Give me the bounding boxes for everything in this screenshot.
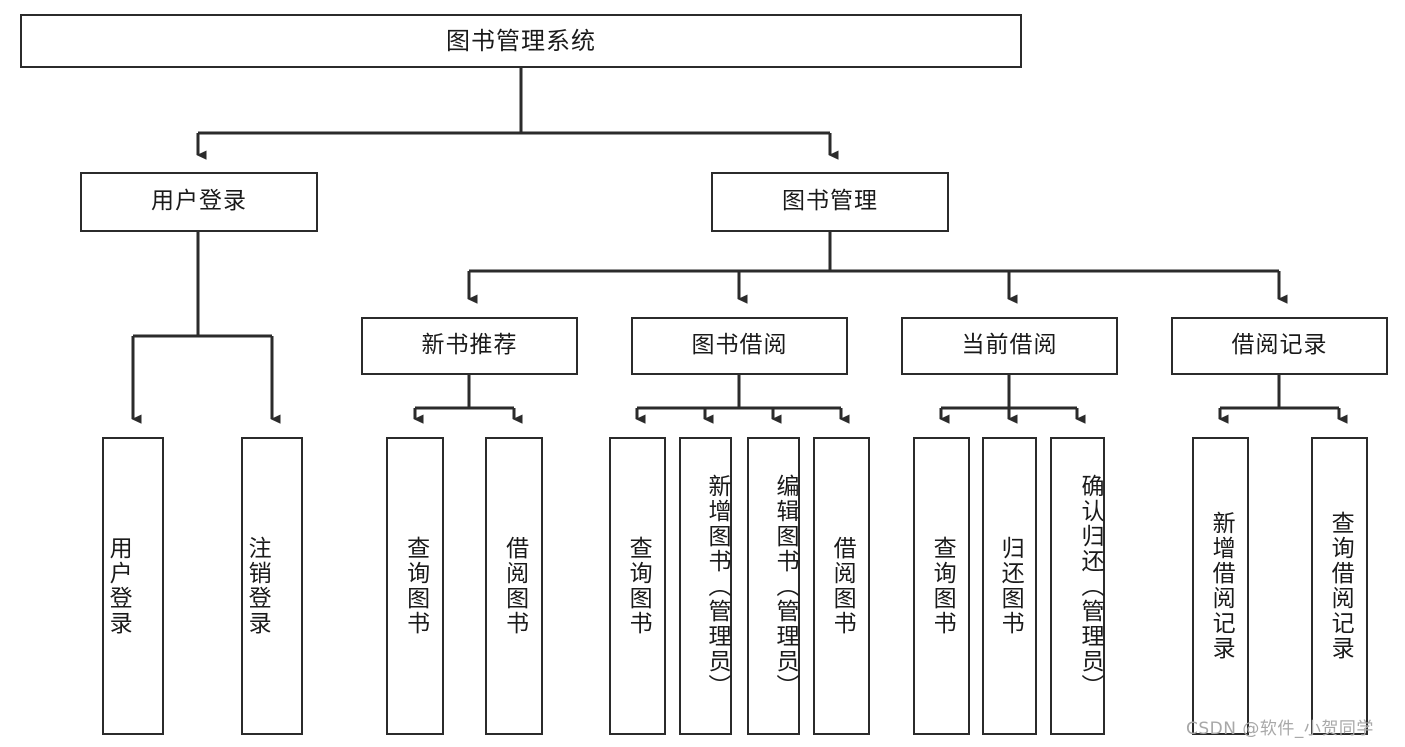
leaf-return-book[interactable]: 归还图书 xyxy=(982,437,1037,735)
leaf-add-book-admin[interactable]: 新增图书（管理员） xyxy=(679,437,732,735)
node-root-system[interactable]: 图书管理系统 xyxy=(20,14,1022,68)
watermark-credit: CSDN @软件_小贺同学 xyxy=(1186,719,1374,739)
node-book-borrow[interactable]: 图书借阅 xyxy=(631,317,848,375)
leaf-query-book-borrow[interactable]: 查询图书 xyxy=(609,437,666,735)
node-user-login[interactable]: 用户登录 xyxy=(80,172,318,232)
node-borrow-records[interactable]: 借阅记录 xyxy=(1171,317,1388,375)
leaf-user-login[interactable]: 用户登录 xyxy=(102,437,164,735)
leaf-borrow-book[interactable]: 借阅图书 xyxy=(813,437,870,735)
node-current-borrow[interactable]: 当前借阅 xyxy=(901,317,1118,375)
leaf-add-borrow-record[interactable]: 新增借阅记录 xyxy=(1192,437,1249,735)
leaf-query-book-current[interactable]: 查询图书 xyxy=(913,437,970,735)
leaf-logout-login[interactable]: 注销登录 xyxy=(241,437,303,735)
node-book-management[interactable]: 图书管理 xyxy=(711,172,949,232)
leaf-confirm-return-admin[interactable]: 确认归还（管理员） xyxy=(1050,437,1105,735)
leaf-edit-book-admin[interactable]: 编辑图书（管理员） xyxy=(747,437,800,735)
leaf-borrow-book-newbook[interactable]: 借阅图书 xyxy=(485,437,543,735)
leaf-query-borrow-record[interactable]: 查询借阅记录 xyxy=(1311,437,1368,735)
leaf-query-book-newbook[interactable]: 查询图书 xyxy=(386,437,444,735)
node-new-book-recommend[interactable]: 新书推荐 xyxy=(361,317,578,375)
